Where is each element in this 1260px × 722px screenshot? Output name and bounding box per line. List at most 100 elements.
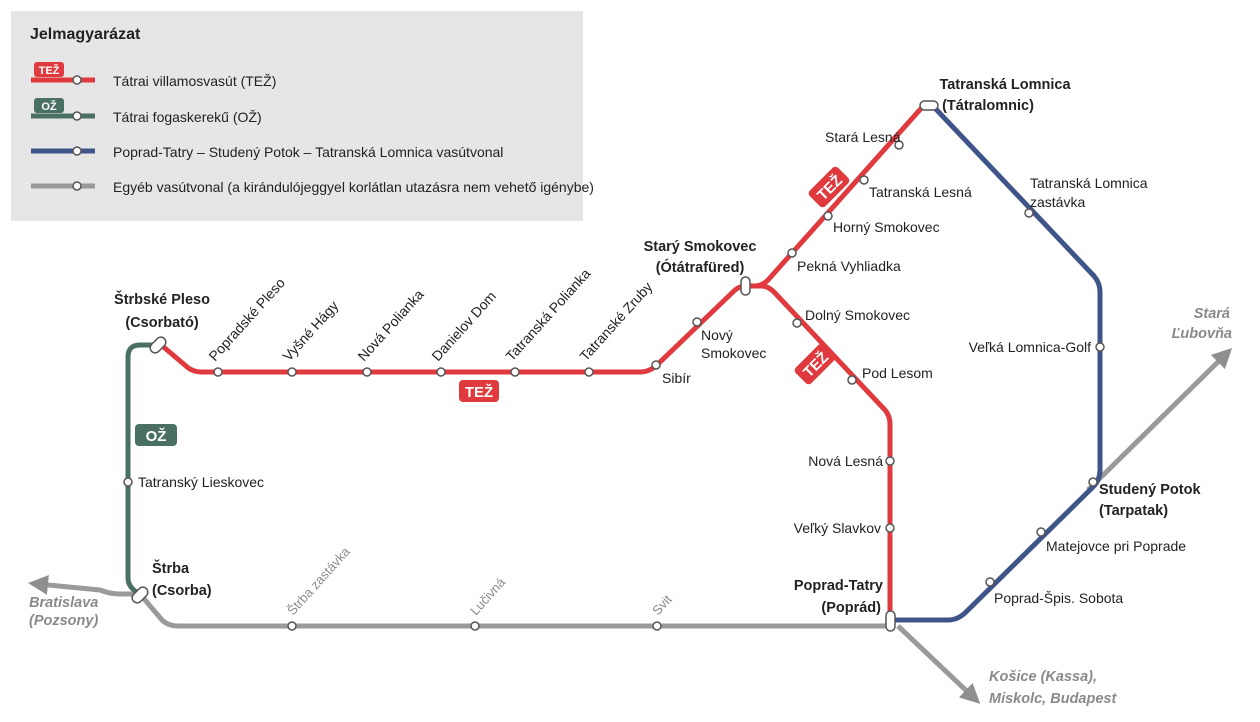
stop-lucivna xyxy=(470,621,480,631)
stop-matejovce xyxy=(1036,527,1046,537)
label-nova-lesna: Nová Lesná xyxy=(808,453,883,469)
label-popradske-pleso: Popradské Pleso xyxy=(205,274,288,364)
badge-tez-diagonal-box xyxy=(808,166,850,208)
label-tl-zastavka: Tatranská Lomnica xyxy=(1030,175,1148,191)
hub-strbske-pleso xyxy=(149,336,167,354)
label-smokovec: Smokovec xyxy=(701,345,766,361)
label-strba-hu: (Csorba) xyxy=(152,583,212,599)
badge-oz xyxy=(135,424,177,446)
label-strbske-pleso: Štrbské Pleso xyxy=(114,290,210,308)
label-stara-lesna: Stará Lesná xyxy=(825,129,901,145)
label-horny-smokovec: Horný Smokovec xyxy=(833,219,940,235)
legend-label-oz: Tátrai fogaskerekű (OŽ) xyxy=(113,109,262,125)
stop-tatranske-zruby xyxy=(584,367,594,377)
label-tatranska-lomnica: Tatranská Lomnica xyxy=(939,77,1071,93)
line-to-bratislava xyxy=(28,575,140,597)
label-studeny-potok-hu: (Tarpatak) xyxy=(1099,503,1168,519)
legend-stop-other xyxy=(72,181,82,191)
legend-badge-tez-text: TEŽ xyxy=(39,64,60,77)
label-novy: Nový xyxy=(701,327,733,343)
label-strbske-pleso-hu: (Csorbató) xyxy=(125,315,198,331)
stop-danielov-dom xyxy=(436,367,446,377)
line-to-kosice xyxy=(896,624,981,704)
hub-stary-smokovec xyxy=(740,276,751,296)
hub-poprad-tatry xyxy=(885,610,896,632)
line-poprad-lomnica xyxy=(892,103,1103,623)
stop-nova-polianka xyxy=(362,367,372,377)
label-lucivna: Lučivná xyxy=(467,574,509,618)
stop-popradske-pleso xyxy=(213,367,223,377)
stop-stara-lesna xyxy=(894,140,904,150)
label-tatranske-zruby: Tatranské Zruby xyxy=(576,279,655,364)
label-sibir: Sibír xyxy=(662,370,691,386)
legend-label-poprad-line: Poprad-Tatry – Studený Potok – Tatranská… xyxy=(113,144,504,160)
badge-oz-text: OŽ xyxy=(146,427,167,445)
stop-nova-lesna xyxy=(885,456,895,466)
legend-stop-oz xyxy=(72,111,82,121)
label-lubovna: Ľubovňa xyxy=(1172,326,1232,342)
stop-velka-lomnica-golf xyxy=(1095,342,1105,352)
stop-tatranska-lomnica-zastavka xyxy=(1024,208,1034,218)
label-studeny-potok: Studený Potok xyxy=(1099,482,1201,498)
legend-label-tez: Tátrai villamosvasút (TEŽ) xyxy=(113,73,277,89)
line-oz xyxy=(125,342,158,597)
station-markers xyxy=(123,140,1105,631)
label-spis-sobota: Poprad-Špis. Sobota xyxy=(994,590,1123,606)
label-kosice: Košice (Kassa), xyxy=(989,669,1097,685)
badge-tez-main-text: TEŽ xyxy=(465,383,493,401)
label-nova-polianka: Nová Polianka xyxy=(354,286,426,364)
label-tatranska-lomnica-hu: (Tátralomnic) xyxy=(942,98,1034,114)
destination-labels: Bratislava (Pozsony) Stará Ľubovňa Košic… xyxy=(29,306,1232,707)
label-miskolc-budapest: Miskolc, Budapest xyxy=(989,691,1117,707)
legend-panel xyxy=(11,11,583,221)
legend-badge-tez xyxy=(34,62,64,77)
stop-velky-slavkov xyxy=(885,523,895,533)
hub-tatranska-lomnica xyxy=(919,100,939,111)
label-tatranska-lesna: Tatranská Lesná xyxy=(869,184,972,200)
stop-studeny-potok xyxy=(1088,477,1098,487)
legend-label-other-rail: Egyéb vasútvonal (a kirándulójeggyel kor… xyxy=(113,179,594,195)
label-poprad-tatry-hu: (Poprád) xyxy=(821,600,881,616)
badge-tez-main xyxy=(459,380,499,402)
label-velky-slavkov: Veľký Slavkov xyxy=(794,520,881,536)
label-matejovce: Matejovce pri Poprade xyxy=(1046,538,1186,554)
stop-strba-zastavka xyxy=(287,621,297,631)
label-poprad-tatry: Poprad-Tatry xyxy=(794,578,883,594)
badge-tez-poprad-box xyxy=(794,343,836,385)
badge-tez-diagonal: TEŽ xyxy=(808,166,850,208)
label-tatransky-lieskovec: Tatranský Lieskovec xyxy=(138,474,264,490)
label-bratislava: Bratislava xyxy=(29,595,98,611)
stop-pekna-vyhliadka xyxy=(787,248,797,258)
stop-sibir xyxy=(651,360,661,370)
stop-novy-smokovec xyxy=(692,317,702,327)
stop-vysne-hagy xyxy=(287,367,297,377)
label-tl-zastavka-2: zastávka xyxy=(1030,194,1085,210)
label-strba: Štrba xyxy=(152,559,190,577)
label-stary-smokovec-hu: (Ótátrafüred) xyxy=(656,258,745,276)
hub-strba xyxy=(131,586,149,604)
legend-stop-tez xyxy=(72,75,82,85)
legend-samples: TEŽ OŽ xyxy=(31,62,95,191)
legend-title: Jelmagyarázat xyxy=(30,26,141,43)
label-vysne-hagy: Vyšné Hágy xyxy=(279,298,341,364)
stop-dolny-smokovec xyxy=(792,318,802,328)
line-badges: TEŽ TEŽ TEŽ OŽ xyxy=(135,166,850,446)
rotated-labels: Popradské Pleso Vyšné Hágy Nová Polianka… xyxy=(205,265,675,618)
label-pekna-vyhliadka: Pekná Vyhliadka xyxy=(797,258,901,274)
other-rail-lines xyxy=(28,347,1233,704)
legend-stop-poprad xyxy=(72,146,82,156)
label-stary-smokovec: Starý Smokovec xyxy=(644,239,757,255)
label-strba-zastavka: Štrba zastávka xyxy=(284,543,353,618)
label-bratislava-hu: (Pozsony) xyxy=(29,613,98,629)
stop-pod-lesom xyxy=(847,375,857,385)
stop-tatranska-lesna xyxy=(859,175,869,185)
station-labels: Štrbské Pleso (Csorbató) Sibír Nový Smok… xyxy=(114,77,1201,616)
line-to-stara-lubovna xyxy=(1086,347,1233,492)
label-danielov-dom: Danielov Dom xyxy=(428,288,499,364)
label-dolny-smokovec: Dolný Smokovec xyxy=(805,307,910,323)
label-svit: Svit xyxy=(649,592,675,618)
interchange-markers xyxy=(131,100,939,632)
label-pod-lesom: Pod Lesom xyxy=(862,365,933,381)
legend-badge-oz-text: OŽ xyxy=(41,100,57,113)
